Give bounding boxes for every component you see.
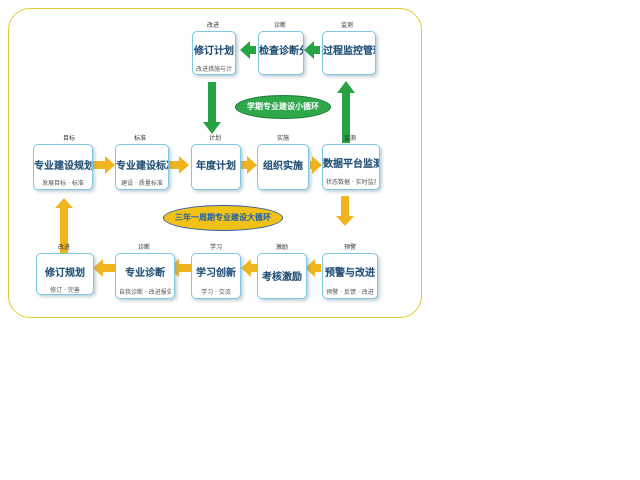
- arrow-plan-to-standard: [93, 156, 115, 174]
- arrow-revise-down: [203, 82, 221, 134]
- node-sub: 修订 · 完善: [50, 287, 80, 294]
- arrow-warning-to-incentive: [305, 259, 321, 277]
- node-title: 过程监控管理: [323, 46, 375, 57]
- node-assessment-incentive: 考核激励: [257, 253, 307, 299]
- node-title: 年度计划: [196, 161, 236, 172]
- node-learning-innovation: 学习创新 学习 · 交流: [191, 253, 241, 299]
- node-sub: 建设 · 质量标准: [121, 180, 163, 187]
- node-title: 专业建设标准: [116, 161, 168, 172]
- node-revise-plan-bottom: 修订规划 修订 · 完善: [36, 253, 94, 295]
- node-sub: 预警 · 反馈 · 改进: [326, 289, 374, 296]
- node-implement: 组织实施: [257, 144, 309, 190]
- node-title: 修订规划: [45, 268, 85, 279]
- box-tag: 改进: [57, 244, 70, 251]
- arrow-annual-to-implement: [241, 156, 257, 174]
- node-title: 修订计划: [194, 46, 234, 57]
- box-tag: 诊断: [137, 244, 150, 251]
- node-title: 专业建设规划: [34, 161, 92, 172]
- arrow-diagnose-to-revise: [240, 41, 256, 59]
- arrow-standard-to-annual: [167, 156, 189, 174]
- node-specialty-diagnosis: 专业诊断 自我诊断 · 改进报告: [115, 253, 175, 299]
- box-tag: 目标: [62, 135, 75, 142]
- node-sub: 状态数据 · 实时监测 · 预警: [326, 179, 376, 186]
- node-title: 专业诊断: [125, 268, 165, 279]
- node-sub: 改进措施与计划: [196, 66, 232, 73]
- node-sub: 发展目标 · 标准: [42, 180, 84, 187]
- node-title: 组织实施: [263, 161, 303, 172]
- node-title: 学习创新: [196, 268, 236, 279]
- arrow-diagnosis-to-revise: [93, 259, 115, 277]
- box-tag: 预警: [343, 244, 356, 251]
- node-warning-improve: 预警与改进 预警 · 反馈 · 改进: [322, 253, 378, 299]
- node-revise-plan: 修订计划 改进措施与计划: [192, 31, 236, 75]
- inner-arrows: [203, 41, 355, 143]
- node-title: 考核激励: [262, 272, 302, 283]
- box-tag: 诊断: [273, 22, 286, 29]
- node-annual-plan: 年度计划: [191, 144, 241, 190]
- node-process-monitor: 过程监控管理: [322, 31, 376, 75]
- node-specialty-standard: 专业建设标准 建设 · 质量标准: [115, 144, 169, 190]
- outer-loop-label: 三年一周期专业建设大循环: [163, 205, 283, 231]
- node-sub: 学习 · 交流: [201, 289, 231, 296]
- box-tag: 监测: [343, 135, 356, 142]
- box-tag: 计划: [208, 135, 221, 142]
- box-tag: 激励: [275, 244, 288, 251]
- node-data-monitor: 数据平台监测 状态数据 · 实时监测 · 预警: [322, 144, 380, 190]
- arrow-incentive-to-learning: [241, 259, 257, 277]
- node-sub: 自我诊断 · 改进报告: [119, 289, 171, 296]
- node-check-diagnose: 检查诊断分析: [258, 31, 304, 75]
- box-tag: 标准: [133, 135, 146, 142]
- box-tag: 监测: [340, 22, 353, 29]
- box-tag: 学习: [209, 244, 222, 251]
- box-tag: 实施: [276, 135, 289, 142]
- node-title: 预警与改进: [325, 268, 375, 279]
- arrow-monitor-to-warning: [336, 196, 354, 226]
- arrow-top-monitor-to-diagnose: [304, 41, 320, 59]
- box-tag: 改进: [206, 22, 219, 29]
- arrow-implement-to-monitor: [310, 156, 322, 174]
- arrow-monitor-up: [337, 81, 355, 143]
- node-title: 数据平台监测: [323, 159, 379, 170]
- node-title: 检查诊断分析: [259, 46, 303, 57]
- arrow-revise-to-plan: [55, 198, 73, 256]
- inner-loop-label: 学期专业建设小循环: [235, 95, 331, 119]
- node-specialty-plan: 专业建设规划 发展目标 · 标准: [33, 144, 93, 190]
